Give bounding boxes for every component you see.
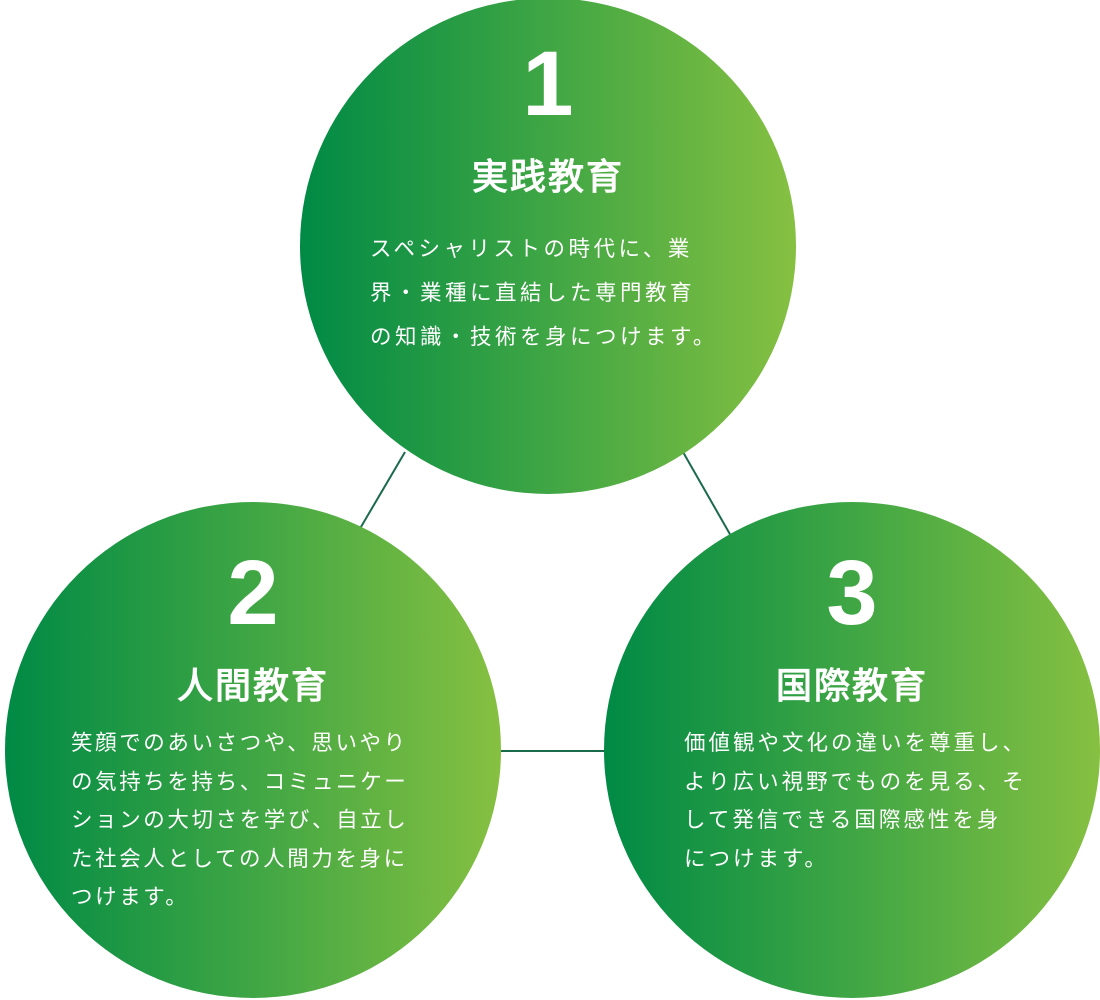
circle-number: 3 (826, 542, 878, 644)
description-line: 笑顔でのあいさつや、思いやり (71, 731, 408, 756)
description-line: ションの大切さを学び、自立し (71, 808, 409, 833)
circle-human-education: 2 人間教育 笑顔でのあいさつや、思いやり の気持ちを持ち、コミュニケー ション… (5, 502, 501, 998)
description-line: より広い視野でものを見る、そ (684, 769, 1027, 795)
description-line: につけます。 (684, 846, 829, 872)
circle-title: 実践教育 (471, 157, 624, 198)
description-line: の知識・技術を身につけます。 (370, 325, 718, 350)
circle-international-education: 3 国際教育 価値観や文化の違いを尊重し、 より広い視野でものを見る、そ して発… (604, 502, 1100, 998)
connector-1-2 (357, 451, 406, 533)
description-line: スペシャリストの時代に、業 (370, 237, 693, 262)
connector-1-3 (682, 451, 732, 537)
circle-description: 価値観や文化の違いを尊重し、 より広い視野でものを見る、そ して発信できる国際感… (684, 725, 1027, 879)
description-line: の気持ちを持ち、コミュニケー (71, 769, 409, 795)
circle-title: 国際教育 (775, 666, 928, 707)
description-line: 価値観や文化の違いを尊重し、 (684, 731, 1028, 756)
circle-title: 人間教育 (176, 666, 329, 707)
description-line: つけます。 (71, 885, 190, 910)
description-line: た社会人としての人間力を身に (71, 846, 408, 872)
circle-number: 2 (227, 542, 279, 644)
description-line: して発信できる国際感性を身 (684, 808, 1002, 833)
description-line: 界・業種に直結した専門教育 (370, 281, 696, 306)
circle-description: スペシャリストの時代に、業 界・業種に直結した専門教育 の知識・技術を身につけま… (370, 228, 718, 360)
circle-number: 1 (522, 33, 574, 135)
circle-practical-education: 1 実践教育 スペシャリストの時代に、業 界・業種に直結した専門教育 の知識・技… (300, 0, 796, 494)
circle-description: 笑顔でのあいさつや、思いやり の気持ちを持ち、コミュニケー ションの大切さを学び… (71, 725, 408, 918)
